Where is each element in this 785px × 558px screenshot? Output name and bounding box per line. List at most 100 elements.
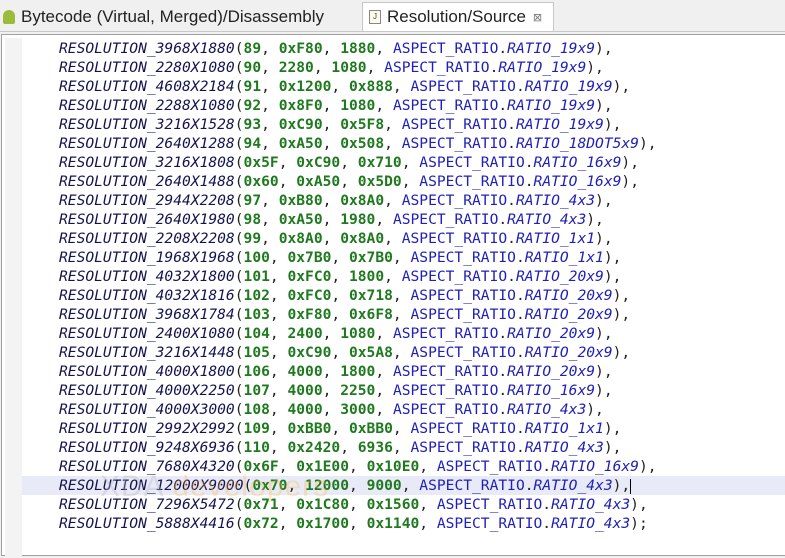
numeric-literal: 0xA50: [278, 211, 323, 228]
punctuation: ,: [322, 97, 341, 114]
code-line[interactable]: RESOLUTION_2992X2992(109, 0xBB0, 0xBB0, …: [2, 419, 785, 438]
numeric-literal: 4000: [287, 382, 323, 399]
enum-constant: RESOLUTION_1968X1968: [59, 249, 235, 266]
numeric-literal: 1980: [340, 211, 376, 228]
code-line[interactable]: RESOLUTION_2944X2208(97, 0xB80, 0x8A0, A…: [2, 191, 785, 210]
punctuation: (: [234, 401, 244, 418]
code-line[interactable]: RESOLUTION_2640X1288(94, 0xA50, 0x508, A…: [2, 134, 785, 153]
enum-constant: RESOLUTION_2400X1080: [59, 325, 235, 342]
close-tab-icon[interactable]: ⊠: [532, 11, 543, 24]
tab-resolution-source[interactable]: J Resolution/Source ⊠: [362, 2, 554, 31]
code-line[interactable]: RESOLUTION_2640X1488(0x60, 0xA50, 0x5D0,…: [2, 172, 785, 191]
punctuation: (: [234, 306, 244, 323]
code-line[interactable]: RESOLUTION_3216X1448(105, 0xC90, 0x5A8, …: [2, 343, 785, 362]
class-reference: ASPECT_RATIO: [392, 40, 499, 57]
numeric-literal: 0x5F: [243, 154, 279, 171]
ratio-constant: RATIO_20x9: [524, 306, 613, 323]
punctuation: ),: [630, 496, 648, 513]
punctuation: ),: [638, 135, 657, 152]
punctuation: ,: [322, 116, 341, 133]
punctuation: ,: [331, 306, 349, 323]
ratio-constant: RATIO_19x9: [515, 116, 604, 133]
source-editor[interactable]: RESOLUTION_3968X1880(89, 0xF80, 1880, AS…: [1, 34, 785, 558]
punctuation: .: [515, 306, 525, 323]
punctuation: ,: [261, 116, 279, 133]
code-line[interactable]: RESOLUTION_4032X1816(102, 0xFC0, 0x718, …: [2, 286, 785, 305]
punctuation: (: [234, 173, 244, 190]
class-reference: ASPECT_RATIO: [401, 192, 508, 209]
code-line[interactable]: RESOLUTION_2400X1080(104, 2400, 1080, AS…: [2, 324, 785, 343]
code-line[interactable]: RESOLUTION_9248X6936(110, 0x2420, 6936, …: [2, 438, 785, 457]
code-line[interactable]: RESOLUTION_3216X1808(0x5F, 0xC90, 0x710,…: [2, 153, 785, 172]
punctuation: (: [234, 458, 244, 475]
code-area[interactable]: RESOLUTION_3968X1880(89, 0xF80, 1880, AS…: [2, 39, 785, 533]
class-reference: ASPECT_RATIO: [401, 268, 508, 285]
punctuation: .: [507, 230, 516, 247]
punctuation: (: [234, 515, 244, 532]
class-reference: ASPECT_RATIO: [410, 287, 516, 304]
class-reference: ASPECT_RATIO: [392, 211, 499, 228]
numeric-literal: 93: [243, 116, 262, 133]
text-caret: [630, 478, 632, 494]
numeric-literal: 2280: [278, 59, 314, 76]
numeric-literal: 103: [243, 306, 270, 323]
numeric-literal: 109: [243, 420, 270, 437]
enum-constant: RESOLUTION_4608X2184: [59, 78, 235, 95]
code-line[interactable]: RESOLUTION_2640X1980(98, 0xA50, 1980, AS…: [2, 210, 785, 229]
punctuation: ,: [261, 230, 279, 247]
code-line[interactable]: RESOLUTION_4000X3000(108, 4000, 3000, AS…: [2, 400, 785, 419]
tab-bytecode-disassembly[interactable]: Bytecode (Virtual, Merged)/Disassembly: [0, 2, 360, 31]
punctuation: .: [489, 59, 499, 76]
punctuation: ,: [261, 135, 279, 152]
enum-constant: RESOLUTION_2208X2208: [59, 230, 235, 247]
code-line[interactable]: RESOLUTION_3216X1528(93, 0xC90, 0x5F8, A…: [2, 115, 785, 134]
numeric-literal: 0x718: [348, 287, 393, 304]
code-line-current[interactable]: RESOLUTION_12000X9000(0x70, 12000, 9000,…: [22, 476, 785, 495]
punctuation: .: [507, 268, 516, 285]
enum-constant: RESOLUTION_3968X1784: [59, 306, 235, 323]
code-line[interactable]: RESOLUTION_4032X1800(101, 0xFC0, 1800, A…: [2, 267, 785, 286]
punctuation: .: [498, 382, 508, 399]
punctuation: (: [243, 477, 253, 494]
class-reference: ASPECT_RATIO: [384, 59, 490, 76]
punctuation: ,: [278, 173, 297, 190]
enum-constant: RESOLUTION_2640X1288: [59, 135, 235, 152]
enum-constant: RESOLUTION_7296X5472: [59, 496, 235, 513]
java-file-icon: J: [369, 10, 381, 24]
numeric-literal: 91: [243, 78, 262, 95]
code-line[interactable]: RESOLUTION_3968X1784(103, 0xF80, 0x6F8, …: [2, 305, 785, 324]
code-line[interactable]: RESOLUTION_3968X1880(89, 0xF80, 1880, AS…: [2, 39, 785, 58]
numeric-literal: 0x1C80: [296, 496, 349, 513]
punctuation: (: [234, 192, 244, 209]
code-line[interactable]: RESOLUTION_7296X5472(0x71, 0x1C80, 0x156…: [2, 495, 785, 514]
enum-constant: RESOLUTION_5888X4416: [59, 515, 235, 532]
punctuation: ,: [375, 211, 393, 228]
numeric-literal: 0x710: [357, 154, 402, 171]
numeric-literal: 97: [243, 192, 262, 209]
punctuation: ,: [287, 477, 306, 494]
numeric-literal: 0xC90: [287, 344, 332, 361]
ratio-constant: RATIO_20x9: [524, 344, 613, 361]
editor-gutter: [5, 38, 22, 558]
code-line[interactable]: RESOLUTION_2280X1080(90, 2280, 1080, ASP…: [2, 58, 785, 77]
numeric-literal: 1080: [340, 325, 376, 342]
code-line[interactable]: RESOLUTION_5888X4416(0x72, 0x1700, 0x114…: [2, 514, 785, 533]
code-line[interactable]: RESOLUTION_2208X2208(99, 0x8A0, 0x8A0, A…: [2, 229, 785, 248]
numeric-literal: 0xBB0: [348, 420, 393, 437]
code-line[interactable]: RESOLUTION_1968X1968(100, 0x7B0, 0x7B0, …: [2, 248, 785, 267]
code-line[interactable]: RESOLUTION_4000X2250(107, 4000, 2250, AS…: [2, 381, 785, 400]
punctuation: ,: [269, 325, 288, 342]
punctuation: ,: [322, 135, 341, 152]
code-line[interactable]: RESOLUTION_2288X1080(92, 0x8F0, 1080, AS…: [2, 96, 785, 115]
punctuation: ,: [375, 363, 393, 380]
ratio-constant: RATIO_19x9: [507, 40, 596, 57]
punctuation: (: [234, 40, 244, 57]
enum-constant: RESOLUTION_4000X2250: [59, 382, 235, 399]
code-line[interactable]: RESOLUTION_4000X1800(106, 4000, 1800, AS…: [2, 362, 785, 381]
class-reference: ASPECT_RATIO: [401, 116, 508, 133]
code-line[interactable]: RESOLUTION_4608X2184(91, 0x1200, 0x888, …: [2, 77, 785, 96]
punctuation: ,: [419, 496, 437, 513]
punctuation: ,: [278, 154, 297, 171]
code-line[interactable]: RESOLUTION_7680X4320(0x6F, 0x1E00, 0x10E…: [2, 457, 785, 476]
punctuation: .: [542, 515, 552, 532]
